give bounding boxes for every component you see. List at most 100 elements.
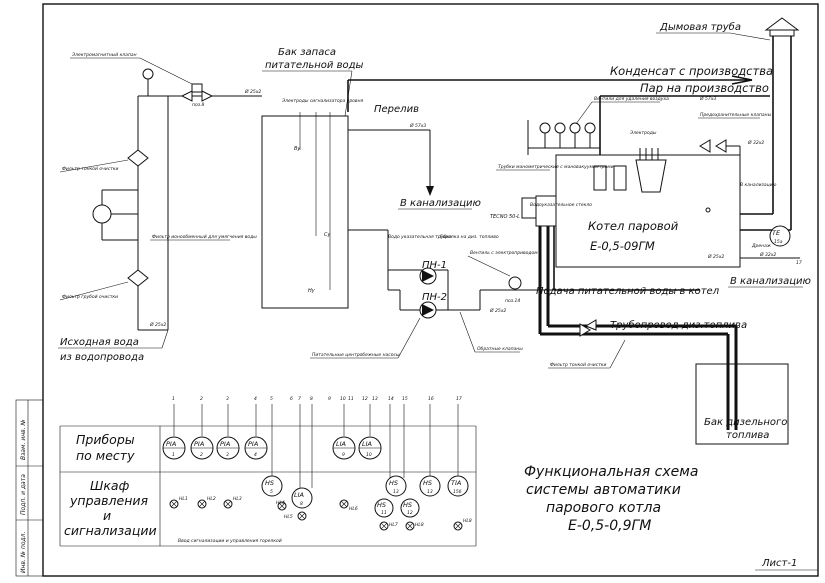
fuel-tank-label-1: Бак дизельного: [704, 417, 787, 428]
ann-coarse-filter: Фильтр тонкой очистки: [62, 166, 119, 172]
stamp-sign: Подп. и дата: [20, 474, 27, 515]
ann-electrodes2: Электроды: [629, 130, 657, 136]
instrument-pia-1: PIA 1: [162, 436, 186, 460]
instrument-hs-5: HS 5: [261, 475, 283, 497]
svg-text:9: 9: [328, 396, 331, 402]
title-line-1: Функциональная схема: [524, 464, 698, 480]
svg-text:13: 13: [372, 396, 378, 402]
ann-gauge-tubes: Трубки манометрические с мановакуумметра…: [498, 164, 614, 170]
pipe-25-bottom: Ø 25х2: [149, 321, 166, 328]
svg-text:HL8: HL8: [463, 518, 472, 524]
ann-water-glass: Водоуказательное стекло: [530, 202, 592, 208]
svg-text:4: 4: [254, 396, 257, 402]
pipe-25-pump: Ø 25х2: [489, 307, 506, 314]
instrument-pia-2: PIA 2: [190, 436, 214, 460]
level-nu: Ну: [308, 288, 316, 294]
stamp-replace: Взам. инв. №: [20, 419, 27, 460]
signal-lamps: HL1 HL2 HL3 HL4 HL5 HL6 HL7 HL8 HL8: [169, 496, 472, 531]
svg-text:8: 8: [310, 396, 313, 402]
title-line-2: системы автоматики: [526, 482, 681, 498]
svg-text:13: 13: [427, 489, 433, 495]
source-water-label-1: Исходная вода: [60, 337, 139, 348]
level-vu: Ву: [294, 146, 301, 152]
svg-text:11: 11: [348, 396, 354, 402]
column-numbers: 1 2 3 4 5 6 7 8 9 10 11 12 13 14 15 16 1…: [172, 396, 462, 402]
feed-pumps: [348, 229, 554, 319]
svg-text:5: 5: [270, 396, 273, 402]
title-line-3: парового котла: [546, 500, 661, 516]
row-local-1: Приборы: [76, 432, 135, 447]
source-water-label-2: из водопровода: [60, 352, 144, 363]
svg-text:6: 6: [290, 396, 293, 402]
instrument-table: [59, 425, 477, 547]
steam-label: Пар на производство: [640, 81, 769, 95]
svg-text:4: 4: [254, 452, 257, 458]
pressure-gauges: [527, 120, 600, 155]
row-cab-4: сигнализации: [64, 523, 157, 538]
row-cab-2: управления: [69, 493, 149, 508]
svg-text:15: 15: [402, 396, 408, 402]
svg-text:HL1: HL1: [179, 496, 188, 502]
ann-electromagnetic: Электромагнитный клапан: [71, 52, 137, 58]
svg-text:12: 12: [362, 396, 368, 402]
svg-text:HL7: HL7: [389, 522, 398, 528]
svg-text:15б: 15б: [453, 489, 462, 495]
svg-text:3: 3: [226, 452, 229, 458]
feed-water-tank: Ву Су Ну: [261, 112, 349, 309]
ann-fuel-burner: Горелка на диз. топливо: [440, 234, 499, 240]
feed-tank-label-2: питательной воды: [265, 60, 364, 71]
fuel-tank: [695, 363, 789, 445]
svg-text:PIA: PIA: [194, 440, 204, 448]
ann-softening: Фильтр ионообменный для умягчения воды: [152, 234, 257, 240]
svg-text:LIA: LIA: [336, 440, 346, 448]
svg-text:10: 10: [340, 396, 346, 402]
ann-fuel-filter: Фильтр тонкой очистки: [550, 362, 607, 368]
svg-text:11: 11: [381, 510, 387, 516]
pump1-label: ПН-1: [422, 260, 447, 271]
svg-text:HS: HS: [265, 479, 274, 487]
ann-pos8: поз.8: [192, 102, 205, 108]
svg-text:HL8: HL8: [415, 522, 424, 528]
row-local-2: по месту: [76, 448, 135, 463]
pipe-57-steam: Ø 57х3: [699, 95, 716, 102]
drain-label-2: В канализацию: [730, 276, 811, 287]
outer-frame: [42, 3, 819, 577]
pipe-32-b: Ø 32х2: [759, 251, 776, 258]
svg-text:HS: HS: [377, 501, 386, 509]
svg-text:12: 12: [407, 510, 413, 516]
svg-text:HL4: HL4: [276, 500, 285, 506]
chimney-label: Дымовая труба: [659, 21, 741, 33]
fuel-pipe: [538, 226, 738, 430]
svg-text:2: 2: [200, 452, 203, 458]
svg-text:8: 8: [300, 501, 303, 507]
svg-text:3: 3: [226, 396, 229, 402]
ann-pos14: поз.14: [505, 298, 520, 304]
instrument-hs-13a: HS 13: [385, 475, 407, 497]
svg-text:16: 16: [428, 396, 434, 402]
sheet-label: Лист-1: [761, 558, 797, 569]
svg-text:PIA: PIA: [220, 440, 230, 448]
ann-electric-valve: Вентиль с электроприводом: [470, 250, 538, 256]
overflow-label: Перелив: [374, 104, 419, 115]
svg-text:1: 1: [172, 396, 175, 402]
svg-text:LIA: LIA: [294, 491, 304, 499]
burner: [521, 195, 557, 227]
pipe-32-a: Ø 32х2: [747, 139, 764, 146]
svg-text:HS: HS: [423, 479, 432, 487]
svg-text:17: 17: [456, 396, 462, 402]
row-cab-3: и: [103, 508, 111, 523]
instrument-lia-8: LIA 8: [291, 487, 313, 509]
pipe-57-overflow: Ø 57х3: [409, 122, 426, 129]
ann-centrifugal: Питательные центробежные насосы: [312, 352, 400, 358]
svg-text:14: 14: [388, 396, 394, 402]
ann-safety-valves: Предохранительные клапаны: [700, 112, 772, 118]
svg-text:PIA: PIA: [248, 440, 258, 448]
instrument-tia-15b: TIA 15б: [447, 475, 469, 497]
ann-pipe-level: Водо указательная трубка: [388, 234, 452, 240]
svg-text:HL6: HL6: [349, 506, 358, 512]
instrument-pia-4: PIA 4: [244, 436, 268, 460]
svg-text:HL5: HL5: [284, 514, 293, 520]
stamp-inv: Инв. № подл.: [20, 532, 27, 573]
fuel-pipe-label: Трубопровод диз.топлива: [610, 319, 747, 331]
